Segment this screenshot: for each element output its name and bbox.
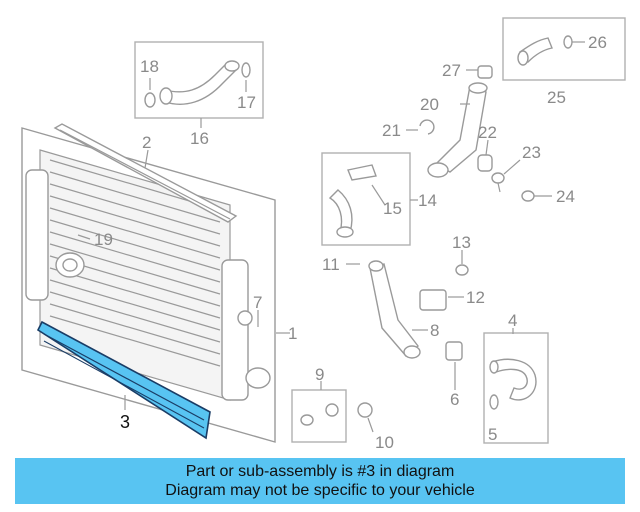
hose-15: [328, 164, 377, 238]
leader-lines: [77, 41, 585, 433]
callout-10: 10: [375, 433, 394, 452]
info-banner: Part or sub-assembly is #3 in diagram Di…: [15, 458, 625, 504]
callout-27: 27: [442, 61, 461, 80]
box-25: [502, 17, 626, 81]
box-16: [134, 41, 264, 119]
callouts: 1 2 3 4 5 6 7 8 9 10 11 12 13 14 15 16 1…: [94, 33, 607, 452]
callout-23: 23: [522, 143, 541, 162]
air-pipe-8: [368, 260, 421, 359]
callout-1: 1: [288, 324, 297, 343]
callout-13: 13: [452, 233, 471, 252]
callout-9: 9: [315, 365, 324, 384]
hose-16: [159, 60, 240, 105]
grommet-10: [357, 402, 373, 418]
box-4: [483, 332, 549, 444]
callout-3: 3: [120, 412, 130, 432]
callout-16: 16: [190, 129, 209, 148]
callout-11: 11: [322, 255, 340, 274]
callout-17: 17: [237, 93, 256, 112]
callout-4: 4: [508, 311, 517, 330]
callout-7: 7: [253, 293, 262, 312]
banner-line-2: Diagram may not be specific to your vehi…: [165, 482, 475, 499]
clip-21: [419, 119, 435, 135]
bolt-13: [455, 264, 469, 276]
callout-18: 18: [140, 57, 159, 76]
fitting-27: [477, 65, 493, 79]
clamp-6: [445, 341, 463, 361]
callout-21: 21: [382, 121, 401, 140]
callout-6: 6: [450, 390, 459, 409]
upper-seal-strip: [53, 123, 238, 223]
hose-25: [517, 37, 553, 66]
clamp-17: [241, 62, 251, 78]
lower-seal-strip-highlighted: [36, 320, 211, 440]
banner-line-1: Part or sub-assembly is #3 in diagram: [185, 463, 455, 480]
callout-2: 2: [142, 133, 151, 152]
callout-14: 14: [418, 191, 437, 210]
parts-diagram: 1 2 3 4 5 6 7 8 9 10 11 12 13 14 15 16 1…: [21, 17, 626, 452]
bolt-23: [491, 172, 505, 193]
hose-4: [489, 358, 537, 401]
callout-19: 19: [94, 230, 113, 249]
clamp-18: [144, 92, 156, 108]
callout-12: 12: [466, 288, 485, 307]
box-14: [321, 152, 411, 246]
callout-5: 5: [488, 425, 497, 444]
callout-8: 8: [430, 321, 439, 340]
bolt-9: [300, 403, 339, 426]
box-9: [291, 389, 347, 443]
clamp-5: [489, 394, 499, 410]
callout-22: 22: [478, 123, 497, 142]
callout-24: 24: [556, 187, 575, 206]
air-pipe-20: [427, 82, 488, 178]
fitting-22: [477, 154, 493, 172]
callout-15: 15: [383, 199, 402, 218]
bolt-24: [521, 190, 535, 202]
callout-20: 20: [420, 95, 439, 114]
callout-25: 25: [547, 88, 566, 107]
bracket-12: [419, 289, 447, 311]
callout-26: 26: [588, 33, 607, 52]
clamp-26: [563, 35, 573, 49]
